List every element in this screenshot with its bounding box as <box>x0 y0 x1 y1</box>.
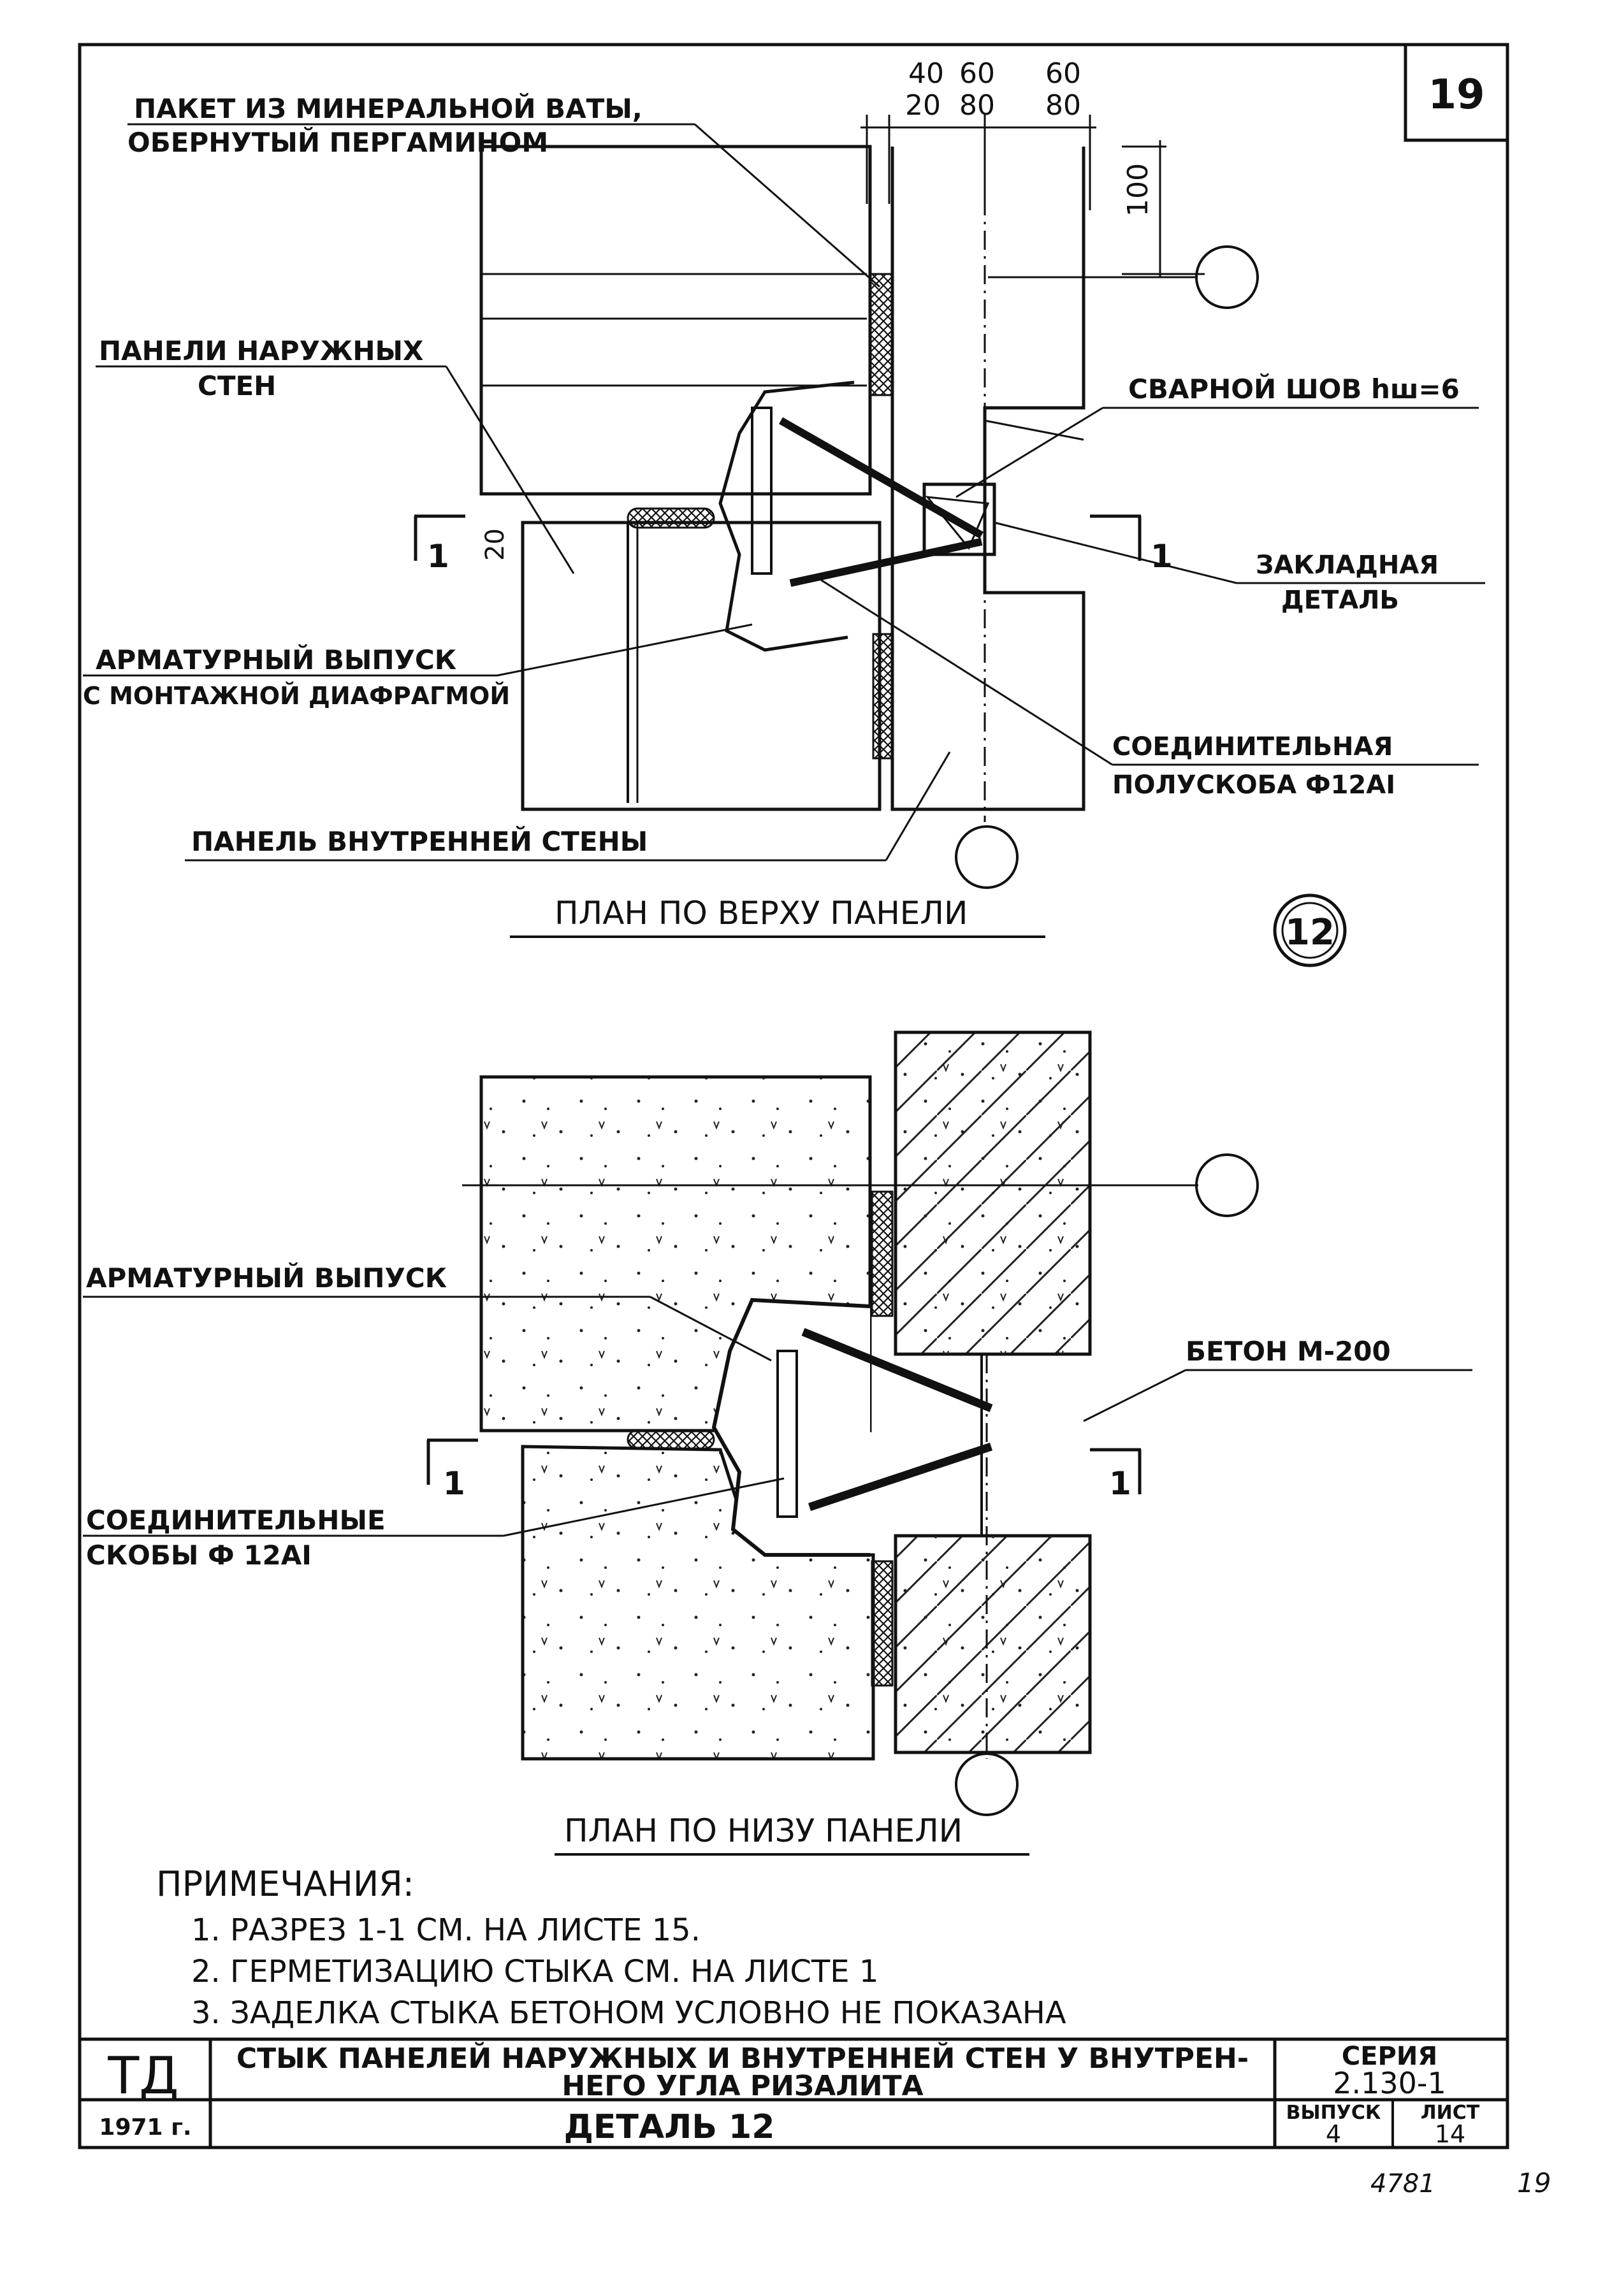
inventory-number: 4781 <box>1370 2169 1435 2199</box>
axis-marker <box>1195 245 1259 309</box>
label-embed-2: ДЕТАЛЬ <box>1281 586 1399 615</box>
title-block: ТД 1971 г. СТЫК ПАНЕЛЕЙ НАРУЖНЫХ И ВНУТР… <box>80 2037 1507 2148</box>
sheet-number-box <box>1404 43 1509 142</box>
label-embed-1: ЗАКЛАДНАЯ <box>1256 551 1439 580</box>
sheet-label: ЛИСТ <box>1421 2102 1480 2124</box>
detail-number: 12 <box>1285 912 1335 953</box>
label-rebar-1: АРМАТУРНЫЙ ВЫПУСК <box>96 644 456 675</box>
wool-packet <box>869 273 894 396</box>
bottom-plan-title: ПЛАН ПО НИЗУ ПАНЕЛИ <box>564 1812 962 1849</box>
axis-marker-4 <box>955 1752 1019 1816</box>
top-plan-title: ПЛАН ПО ВЕРХУ ПАНЕЛИ <box>555 895 968 932</box>
org-code: ТД <box>107 2046 178 2105</box>
detail-marker-outer <box>1273 893 1347 967</box>
label-concrete: БЕТОН М-200 <box>1186 1336 1391 1367</box>
wool-packet-2 <box>627 507 715 529</box>
dim-gap-20: 20 <box>481 528 510 561</box>
notes-heading: ПРИМЕЧАНИЯ: <box>156 1864 414 1904</box>
axis-marker-bottom <box>955 825 1019 889</box>
label-bottom-rebar: АРМАТУРНЫЙ ВЫПУСК <box>86 1262 447 1294</box>
label-outer-1: ПАНЕЛИ НАРУЖНЫХ <box>99 335 423 366</box>
bottom-section-mark-left: 1 <box>443 1465 465 1502</box>
label-weld: СВАРНОЙ ШОВ hш=6 <box>1128 373 1460 405</box>
title-line-1: СТЫК ПАНЕЛЕЙ НАРУЖНЫХ И ВНУТРЕННЕЙ СТЕН … <box>236 2041 1249 2075</box>
label-bracket-2: ПОЛУСКОБА Ф12АI <box>1112 770 1395 800</box>
title-line-2: НЕГО УГЛА РИЗАЛИТА <box>562 2070 923 2102</box>
detail-marker-inner <box>1281 902 1339 959</box>
top-plan: 40 60 60 20 80 80 100 <box>83 57 1485 938</box>
series-value: 2.130-1 <box>1333 2066 1446 2100</box>
series-label: СЕРИЯ <box>1342 2042 1437 2071</box>
sheet-frame <box>78 43 1509 2149</box>
sheet-number: 19 <box>1428 71 1485 119</box>
wool-packet-3 <box>872 633 894 760</box>
label-outer-2: СТЕН <box>198 370 276 401</box>
dim-80b: 80 <box>1045 89 1081 122</box>
dim-40: 40 <box>908 57 944 90</box>
issue-label: ВЫПУСК <box>1286 2102 1381 2124</box>
dim-20: 20 <box>905 89 941 122</box>
dim-60a: 60 <box>959 57 995 90</box>
note-1: 1. РАЗРЕЗ 1-1 СМ. НА ЛИСТЕ 15. <box>191 1912 701 1948</box>
year: 1971 г. <box>99 2114 191 2141</box>
section-mark-right: 1 <box>1151 538 1173 575</box>
embedded-detail <box>922 482 996 556</box>
sheet-value: 14 <box>1435 2120 1465 2148</box>
section-mark-left: 1 <box>427 538 449 575</box>
bottom-plan: 1 1 АРМАТУРНЫЙ ВЫПУСК БЕТОН М-200 СОЕДИН… <box>83 1030 1472 1856</box>
axis-marker-3 <box>1195 1153 1259 1217</box>
label-rebar-2: С МОНТАЖНОЙ ДИАФРАГМОЙ <box>83 682 510 710</box>
note-2: 2. ГЕРМЕТИЗАЦИЮ СТЫКА СМ. НА ЛИСТЕ 1 <box>191 1954 878 1989</box>
dim-60b: 60 <box>1045 57 1081 90</box>
detail-title: ДЕТАЛЬ 12 <box>564 2108 775 2146</box>
dim-100: 100 <box>1122 163 1154 217</box>
notes: ПРИМЕЧАНИЯ: 1. РАЗРЕЗ 1-1 СМ. НА ЛИСТЕ 1… <box>156 1864 1066 2031</box>
label-brackets-1: СОЕДИНИТЕЛЬНЫЕ <box>86 1505 386 1536</box>
dim-80a: 80 <box>959 89 995 122</box>
label-wool-1: ПАКЕТ ИЗ МИНЕРАЛЬНОЙ ВАТЫ, <box>134 92 643 124</box>
label-brackets-2: СКОБЫ Ф 12АI <box>86 1540 312 1571</box>
bottom-section-mark-right: 1 <box>1109 1465 1131 1502</box>
label-bracket-1: СОЕДИНИТЕЛЬНАЯ <box>1112 732 1393 762</box>
note-3: 3. ЗАДЕЛКА СТЫКА БЕТОНОМ УСЛОВНО НЕ ПОКА… <box>191 1995 1066 2031</box>
page-number: 19 <box>1517 2167 1551 2199</box>
issue-value: 4 <box>1326 2120 1341 2148</box>
label-wool-2: ОБЕРНУТЫЙ ПЕРГАМИНОМ <box>127 126 548 158</box>
label-inner: ПАНЕЛЬ ВНУТРЕННЕЙ СТЕНЫ <box>191 825 648 857</box>
